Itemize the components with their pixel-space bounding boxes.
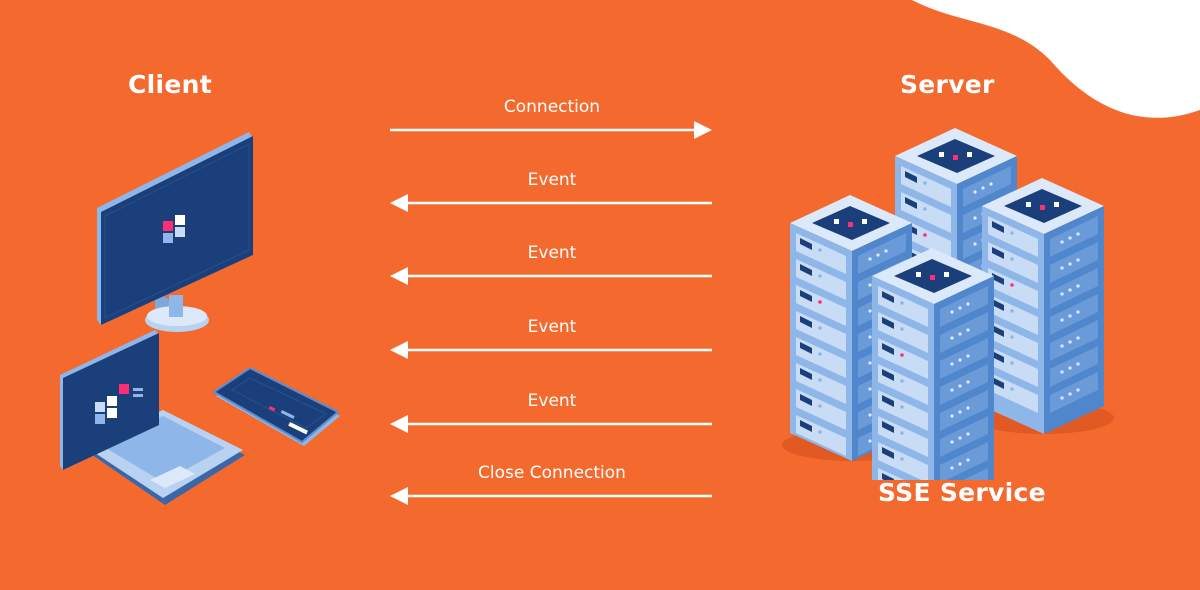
message-label: Connection [503,97,601,117]
laptop-icon [60,330,245,505]
message-label: Close Connection [478,463,626,483]
arrow-left-icon [390,267,712,285]
message-label: Event [527,243,577,263]
arrow-right-icon [390,121,712,139]
server-cluster [782,128,1114,480]
smartphone-icon [212,368,340,446]
message-label: Event [527,391,577,411]
desktop-monitor-icon [97,132,253,332]
arrow-left-icon [390,194,712,212]
service-label: SSE Service [878,478,1046,507]
message-label: Event [527,170,577,190]
client-title: Client [128,70,212,99]
server-rack-icon [974,178,1114,434]
server-title: Server [900,70,995,99]
arrow-left-icon [390,341,712,359]
arrow-left-icon [390,415,712,433]
message-label: Event [527,317,577,337]
server-rack-icon [872,248,994,480]
arrow-left-icon [390,487,712,505]
